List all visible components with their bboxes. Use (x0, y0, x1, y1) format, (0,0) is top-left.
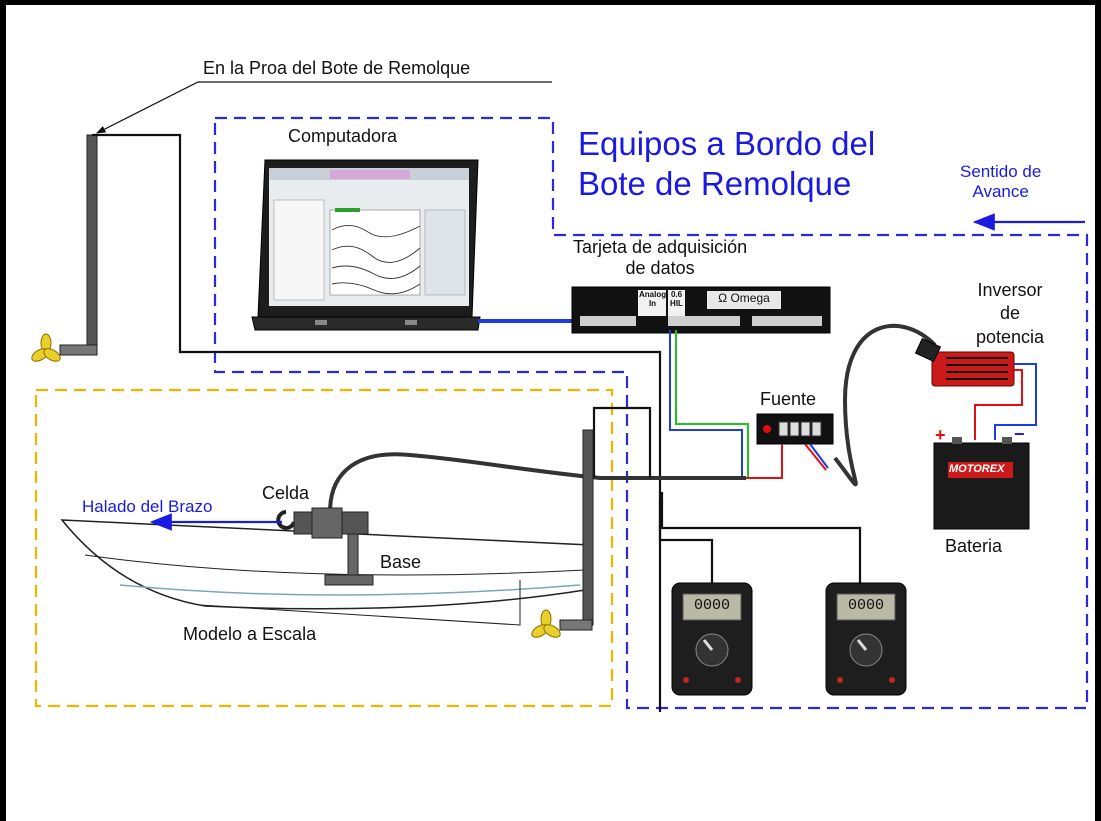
meter-2-display: 0000 (847, 597, 884, 614)
daq-analog-line-2: In (648, 298, 657, 308)
meter-1-display: 0000 (693, 597, 730, 614)
bateria-label: Bateria (945, 536, 1003, 556)
daq-hil-line-2: HIL (670, 298, 683, 308)
proa-leader (95, 81, 552, 134)
inverter-icon (914, 337, 1037, 440)
multimeter-1-icon (671, 582, 753, 696)
base-label: Base (380, 552, 422, 572)
sentido-label: Sentido de Avance (960, 162, 1041, 201)
bow-strut (86, 134, 98, 351)
inversor-line-3: potencia (976, 326, 1045, 347)
daq-analog-line-1: Analog (639, 290, 667, 299)
stern-propeller-icon (531, 609, 561, 638)
daq-hil-text: 0.6 HIL (668, 290, 685, 309)
battery-icon (933, 437, 1030, 530)
power-supply (740, 413, 834, 479)
battery-brand-text: MOTOREX (949, 463, 1005, 475)
modelo-label: Modelo a Escala (183, 624, 317, 644)
tarjeta-line-2: de datos (625, 257, 695, 278)
computadora-label: Computadora (288, 126, 398, 146)
battery-plus: + (935, 425, 946, 445)
tarjeta-label: Tarjeta de adquisición de datos (573, 237, 747, 278)
celda-label: Celda (262, 483, 310, 503)
fuente-label: Fuente (760, 389, 817, 409)
onboard-boundary (213, 116, 1089, 710)
battery-minus: − (1014, 424, 1025, 444)
halado-label: Halado del Brazo (82, 497, 213, 516)
inversor-line-2: de (1000, 303, 1021, 324)
model-boundary (34, 388, 614, 708)
tarjeta-line-1: Tarjeta de adquisición (573, 237, 748, 257)
laptop-icon (251, 159, 481, 331)
daq-analog-text: Analog In (639, 290, 667, 309)
equipos-title-line-1: Equipos a Bordo del (578, 125, 876, 162)
sentido-line-2: Avance (972, 181, 1029, 201)
daq-brand-text: Ω Omega (718, 291, 770, 305)
scale-model-hull (60, 519, 591, 626)
daq-hil-line-1: 0.6 (670, 290, 683, 299)
bow-propeller-icon (31, 333, 61, 362)
equipos-title: Equipos a Bordo del Bote de Remolque (578, 124, 875, 203)
proa-label: En la Proa del Bote de Remolque (203, 58, 471, 78)
stern-strut (582, 429, 594, 626)
inverter-cable (833, 323, 937, 487)
sentido-line-1: Sentido de (960, 162, 1042, 181)
inversor-line-1: Inversor (977, 280, 1043, 300)
multimeter-2-icon (825, 582, 907, 696)
load-cell-cable (328, 452, 746, 513)
base-icon (324, 533, 374, 586)
equipos-title-line-2: Bote de Remolque (578, 164, 852, 202)
load-cell-icon (276, 507, 369, 539)
daq-card (571, 286, 831, 334)
inversor-label: Inversor de potencia (976, 279, 1044, 349)
